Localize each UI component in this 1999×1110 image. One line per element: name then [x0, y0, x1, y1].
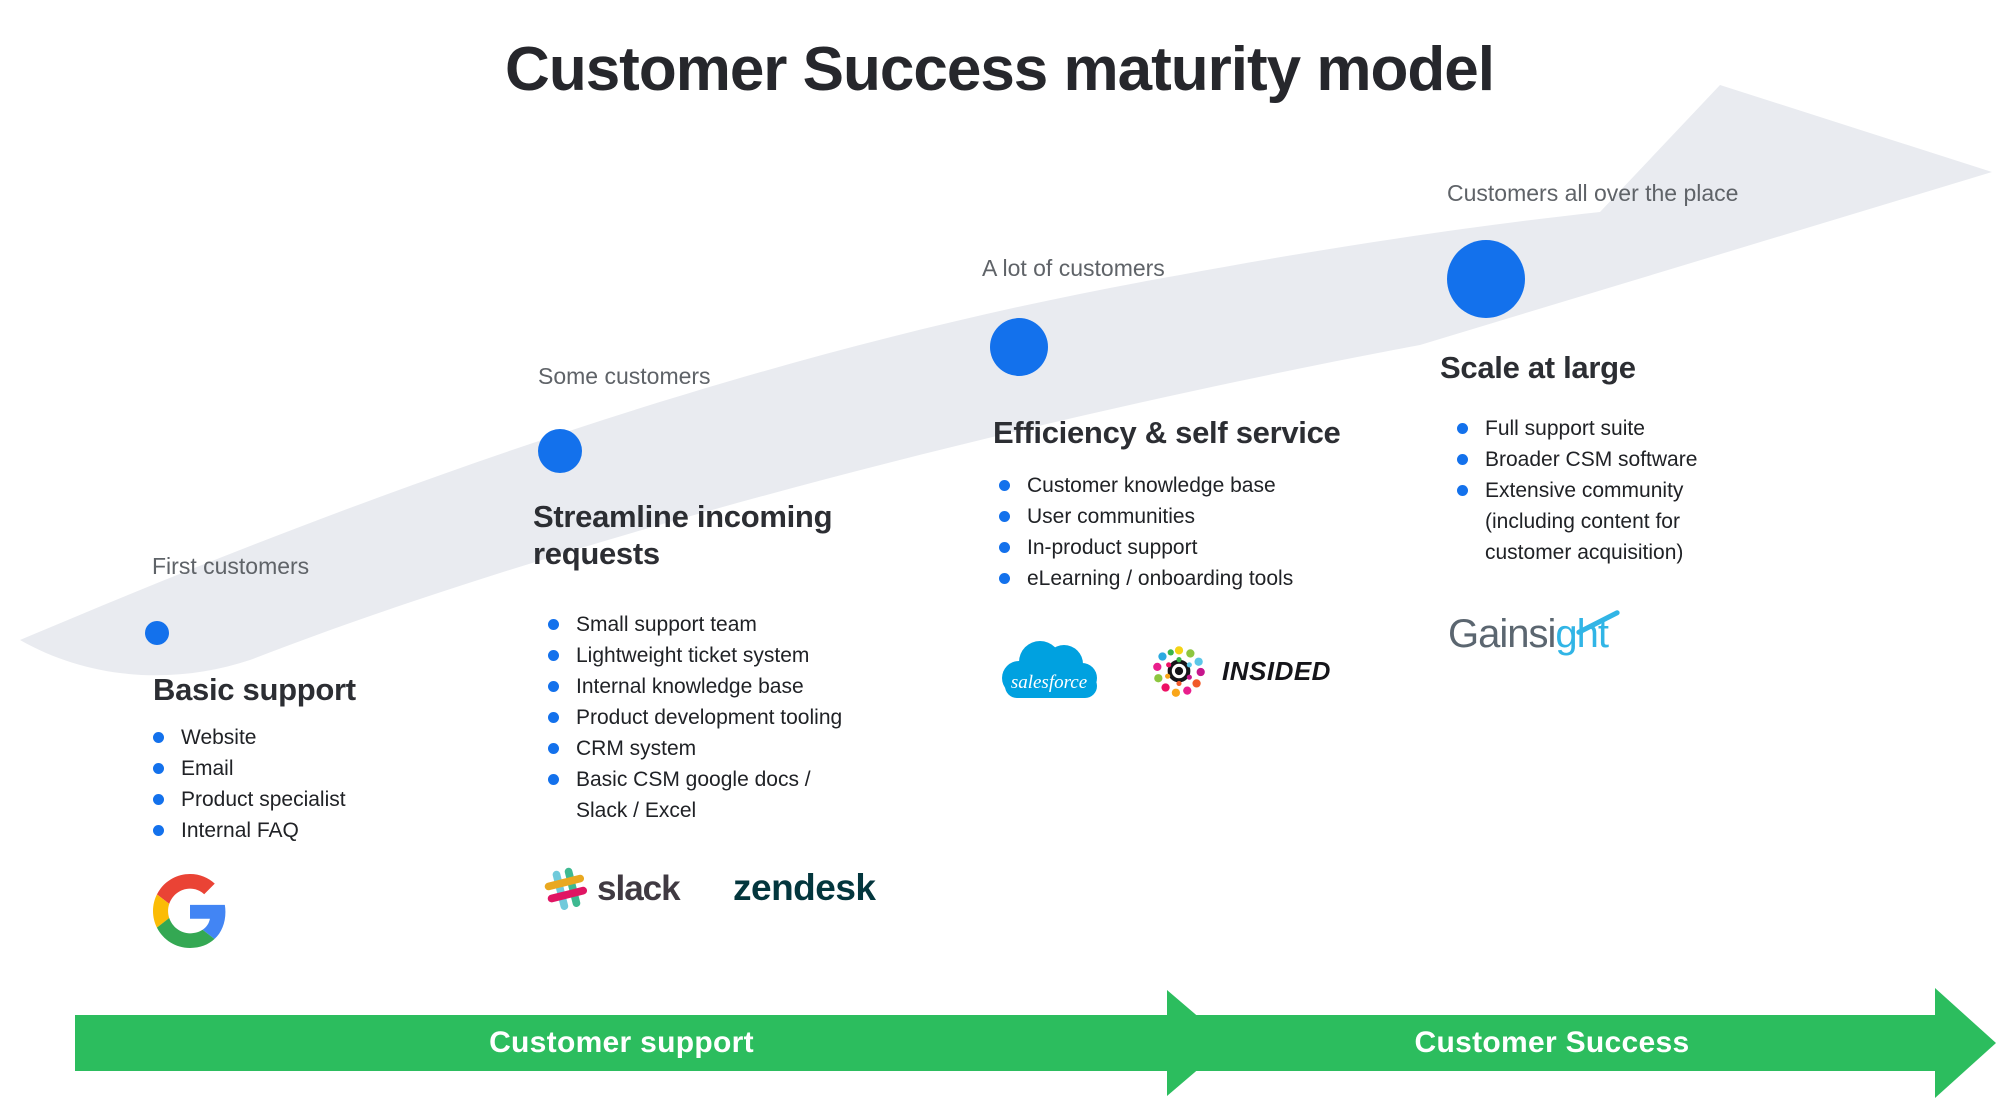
stage3-milestone-dot — [990, 318, 1048, 376]
salesforce-logo: salesforce — [993, 630, 1103, 714]
list-item: Internal knowledge base — [546, 671, 846, 702]
list-item: CRM system — [546, 733, 846, 764]
svg-text:salesforce: salesforce — [1011, 672, 1087, 693]
list-item: Broader CSM software — [1455, 444, 1717, 475]
google-g-icon — [153, 874, 226, 948]
slack-wordmark: slack — [597, 869, 681, 908]
stage4-milestone-label: Customers all over the place — [1447, 180, 1739, 206]
list-item: Website — [151, 722, 411, 753]
list-item: Basic CSM google docs / Slack / Excel — [546, 764, 846, 826]
stage3-milestone-label: A lot of customers — [982, 255, 1165, 281]
stage1-heading: Basic support — [153, 672, 356, 707]
customer-support-arrow: Customer support — [75, 1015, 1168, 1071]
customer-success-arrow: Customer Success — [1168, 1015, 1936, 1071]
list-item: Product specialist — [151, 784, 411, 815]
customer-success-label: Customer Success — [1414, 1026, 1690, 1059]
list-item: Lightweight ticket system — [546, 640, 846, 671]
list-item: Full support suite — [1455, 413, 1717, 444]
customer-support-label: Customer support — [489, 1026, 754, 1059]
slack-hash-icon — [544, 867, 588, 911]
list-item: Customer knowledge base — [997, 470, 1312, 501]
list-item: Email — [151, 753, 411, 784]
google-logo — [153, 874, 227, 948]
stage3-heading: Efficiency & self service — [993, 415, 1341, 450]
stage4-milestone-dot — [1447, 240, 1525, 318]
list-item: Small support team — [546, 609, 846, 640]
list-item: Product development tooling — [546, 702, 846, 733]
list-item: Internal FAQ — [151, 815, 411, 846]
page-title: Customer Success maturity model — [505, 35, 1495, 104]
zendesk-wordmark: zendesk — [733, 867, 876, 908]
zendesk-logo: zendesk — [733, 867, 876, 909]
insided-wordmark: INSIDED — [1222, 655, 1331, 686]
stage2-heading: Streamline incoming requests — [533, 499, 833, 571]
list-item: In-product support — [997, 532, 1312, 563]
stage1-milestone-dot — [145, 621, 169, 645]
stage2-milestone-label: Some customers — [538, 363, 711, 389]
salesforce-cloud-icon: salesforce — [1002, 641, 1097, 698]
list-item: User communities — [997, 501, 1312, 532]
list-item: Extensive community (including content f… — [1455, 475, 1717, 568]
insided-dots-icon — [1153, 646, 1205, 697]
insided-logo: INSIDED — [1148, 640, 1331, 702]
stage1-milestone-label: First customers — [152, 553, 310, 579]
stage2-milestone-dot — [538, 429, 582, 473]
gainsight-wordmark-gray: Gainsi — [1448, 612, 1556, 656]
stage4-heading: Scale at large — [1440, 350, 1636, 385]
list-item: eLearning / onboarding tools — [997, 563, 1312, 594]
slack-logo: slack — [543, 866, 681, 912]
